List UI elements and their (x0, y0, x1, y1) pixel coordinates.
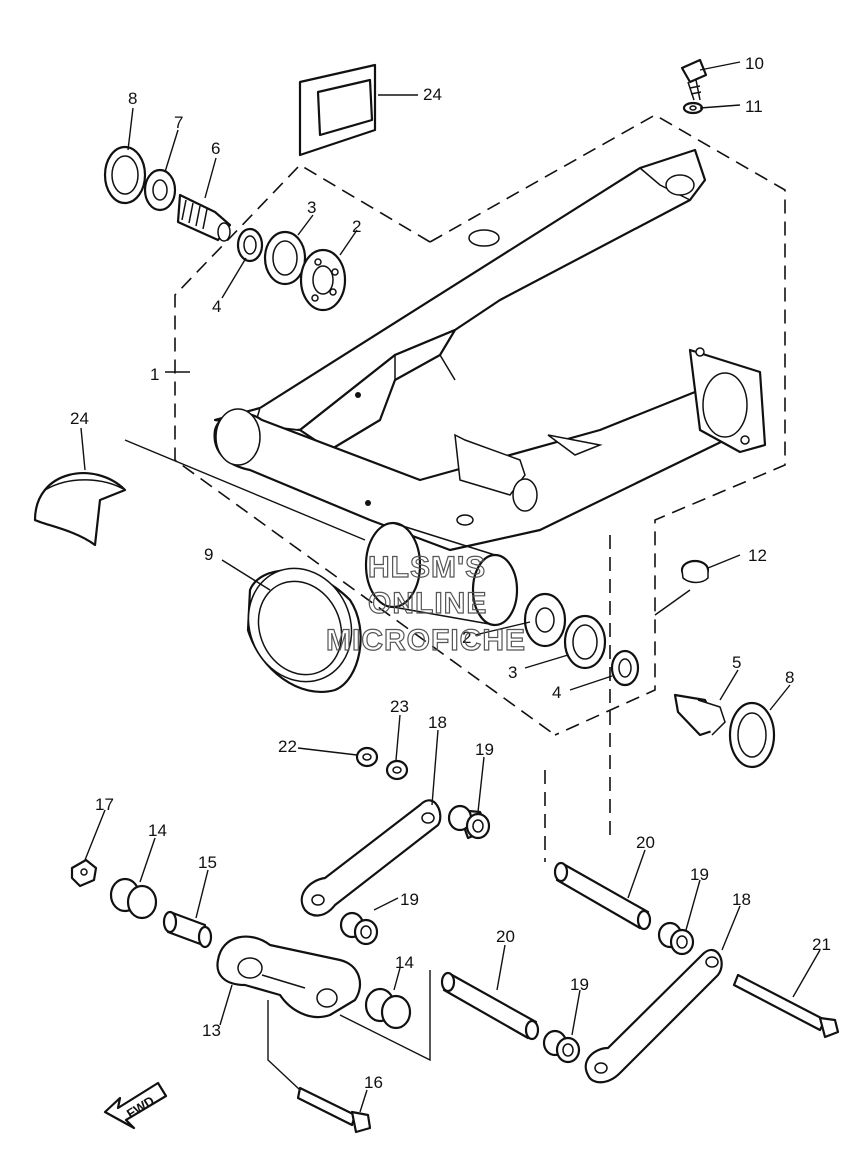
callout-labels: 1 2 2 3 3 4 4 5 6 7 8 8 9 10 11 12 13 14… (70, 54, 831, 1092)
callout-2-lower: 2 (462, 628, 471, 647)
callout-19-b: 19 (400, 890, 419, 909)
bearing-2-upper (299, 248, 347, 312)
callout-12: 12 (748, 546, 767, 565)
sleeve-20-upper (553, 861, 652, 931)
leader-lines (80, 61, 821, 1113)
swingarm (213, 148, 767, 627)
callout-24-upper: 24 (423, 85, 442, 104)
callout-8-lower: 8 (785, 668, 794, 687)
collar-19-c (657, 921, 695, 956)
callout-10: 10 (745, 54, 764, 73)
callout-21: 21 (812, 935, 831, 954)
washer-11 (682, 101, 704, 115)
callout-9: 9 (204, 545, 213, 564)
callout-3-upper: 3 (307, 198, 316, 217)
callout-3-lower: 3 (508, 663, 517, 682)
bolt-10 (680, 58, 708, 101)
plug-12 (680, 559, 710, 584)
sleeve-20-lower (440, 971, 540, 1041)
watermark-line-3: MICROFICHE (326, 624, 526, 657)
callout-16: 16 (364, 1073, 383, 1092)
watermark-line-1: HLSM'S (368, 551, 486, 584)
callout-14-left: 14 (148, 821, 167, 840)
callout-24-lower: 24 (70, 409, 89, 428)
callout-7: 7 (174, 113, 183, 132)
cap-8-right (728, 701, 776, 769)
relay-arm-13 (216, 935, 362, 1019)
forward-direction-arrow-icon: FWD (103, 1081, 168, 1130)
callout-11: 11 (745, 97, 763, 116)
protector-pad-left (33, 472, 127, 547)
bearing-2-lower (523, 592, 567, 648)
callout-13: 13 (202, 1021, 221, 1040)
assembly-boundary (174, 114, 786, 862)
callout-6: 6 (211, 139, 220, 158)
callout-17: 17 (95, 795, 114, 814)
callout-18-upper: 18 (428, 713, 447, 732)
callout-19-a: 19 (475, 740, 494, 759)
protector-pad-top (298, 63, 377, 157)
connecting-rod-18-lower (584, 948, 723, 1084)
callout-20-upper: 20 (636, 833, 655, 852)
nut-22 (355, 746, 379, 768)
callout-5: 5 (732, 653, 741, 672)
callout-1: 1 (150, 365, 159, 384)
callout-20-lower: 20 (496, 927, 515, 946)
collar-19-d (542, 1029, 581, 1064)
bushing-14-left (109, 877, 158, 920)
ring-guard-9 (246, 567, 362, 693)
nut-7 (143, 168, 177, 212)
bushing-14-right (364, 987, 412, 1030)
callout-23: 23 (390, 697, 409, 716)
callout-19-d: 19 (570, 975, 589, 994)
watermark-line-2: ONLINE (368, 587, 487, 620)
callout-4-lower: 4 (552, 683, 561, 702)
bolt-16 (296, 1086, 372, 1134)
collar-15 (162, 910, 213, 949)
washer-23 (385, 759, 409, 781)
bolt-21 (732, 973, 840, 1039)
callout-14-right: 14 (395, 953, 414, 972)
collar-4-lower (610, 649, 640, 687)
pivot-shaft-5 (673, 693, 726, 737)
watermark: HLSM'S ONLINE MICROFICHE (325, 550, 526, 657)
collar-19-a (447, 804, 491, 840)
collar-4-upper (236, 227, 264, 263)
cap-8-top (103, 145, 147, 205)
pivot-shaft-6 (176, 193, 232, 242)
oil-seal-3-upper (263, 230, 307, 286)
connecting-rod-18-upper (300, 799, 442, 917)
callout-2-upper: 2 (352, 217, 361, 236)
callout-15: 15 (198, 853, 217, 872)
callout-4-upper: 4 (212, 297, 221, 316)
oil-seal-3-lower (563, 614, 607, 670)
callout-19-c: 19 (690, 865, 709, 884)
callout-22: 22 (278, 737, 297, 756)
nut-17 (70, 858, 98, 888)
callout-18-lower: 18 (732, 890, 751, 909)
collar-19-b (339, 911, 379, 946)
callout-8-upper: 8 (128, 89, 137, 108)
